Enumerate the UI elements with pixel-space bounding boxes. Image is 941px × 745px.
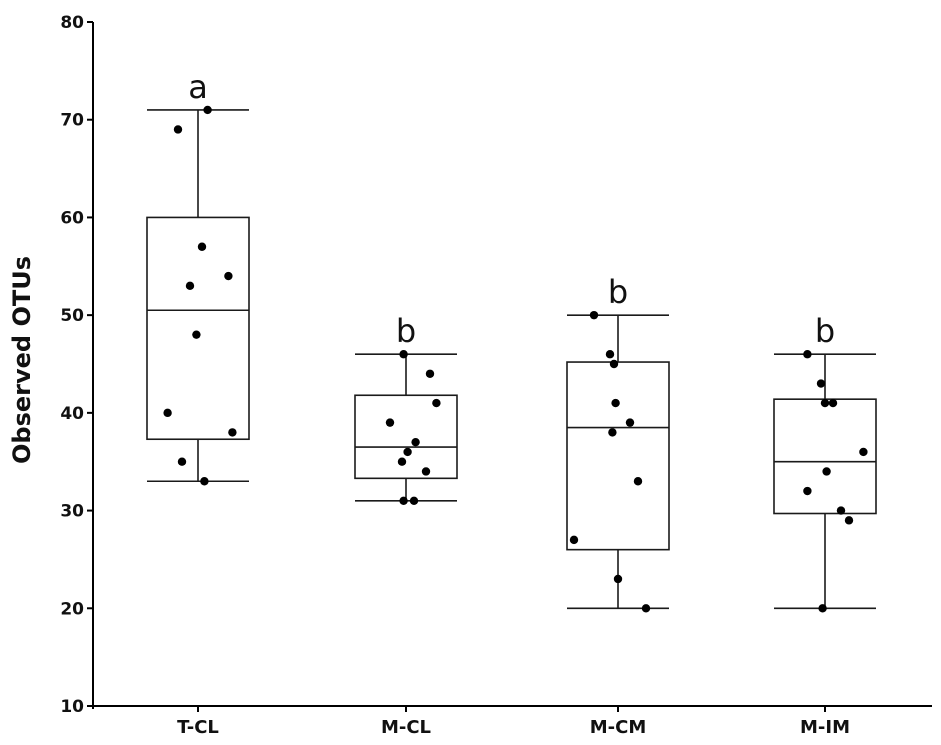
data-point xyxy=(818,604,827,613)
data-point xyxy=(425,369,435,378)
data-point xyxy=(173,125,183,134)
x-tick-label: M-CL xyxy=(381,717,431,738)
data-point xyxy=(569,535,579,545)
box-m-cm xyxy=(566,314,670,610)
boxes-group xyxy=(146,109,877,610)
significance-label: b xyxy=(396,312,416,350)
iqr-box xyxy=(354,394,458,480)
data-point xyxy=(625,418,635,427)
labels-group: T-CL M-CL M-CM M-IM a b b b xyxy=(177,68,850,738)
data-point xyxy=(836,506,846,515)
iqr-box xyxy=(566,361,670,551)
significance-label: b xyxy=(815,312,835,350)
y-tick-label: 80 xyxy=(60,13,84,33)
y-tick-label: 70 xyxy=(60,111,84,131)
data-point xyxy=(432,398,441,408)
axes-group: 10 20 30 40 50 60 70 80 xyxy=(60,13,932,717)
data-point xyxy=(399,350,408,359)
data-point xyxy=(589,310,599,320)
y-axis-title: Observed OTUs xyxy=(8,256,36,464)
significance-label: a xyxy=(188,68,208,106)
data-point xyxy=(605,350,615,359)
data-point xyxy=(203,105,212,115)
data-point xyxy=(403,447,412,457)
y-tick-label: 30 xyxy=(60,502,84,522)
box-m-cl xyxy=(354,353,458,502)
data-point xyxy=(185,281,195,291)
iqr-box xyxy=(146,216,250,441)
data-point xyxy=(399,496,408,505)
data-point xyxy=(224,271,233,281)
y-tick-label: 40 xyxy=(60,404,84,424)
data-point xyxy=(613,574,623,584)
data-point xyxy=(828,398,838,408)
data-point xyxy=(409,496,419,505)
data-point xyxy=(228,428,237,437)
x-tick-label: T-CL xyxy=(177,717,219,738)
data-point xyxy=(611,398,620,408)
data-point xyxy=(609,359,619,369)
x-tick-label: M-IM xyxy=(800,717,850,738)
box-t-cl xyxy=(146,109,250,483)
data-point xyxy=(820,398,830,408)
data-point xyxy=(163,408,172,418)
y-tick-label: 10 xyxy=(60,697,84,717)
data-point xyxy=(844,516,854,525)
data-point xyxy=(397,457,407,466)
data-point xyxy=(200,477,209,486)
data-point xyxy=(803,486,812,496)
data-point xyxy=(608,428,617,437)
data-point xyxy=(641,604,651,613)
data-point xyxy=(192,330,201,339)
data-point xyxy=(385,418,395,427)
data-point xyxy=(803,350,812,359)
box-m-im xyxy=(773,353,877,610)
data-point xyxy=(859,447,868,457)
y-tick-label: 60 xyxy=(60,208,84,228)
x-tick-label: M-CM xyxy=(590,717,647,738)
y-tick-label: 50 xyxy=(60,306,84,326)
data-point xyxy=(822,467,831,476)
data-point xyxy=(197,242,207,251)
significance-label: b xyxy=(608,273,628,311)
data-point xyxy=(421,467,431,476)
iqr-box xyxy=(773,398,877,515)
data-point xyxy=(633,477,643,486)
y-tick-label: 20 xyxy=(60,599,84,619)
points-group xyxy=(163,105,868,613)
data-point xyxy=(411,437,420,447)
data-point xyxy=(816,379,826,388)
data-point xyxy=(177,457,187,466)
